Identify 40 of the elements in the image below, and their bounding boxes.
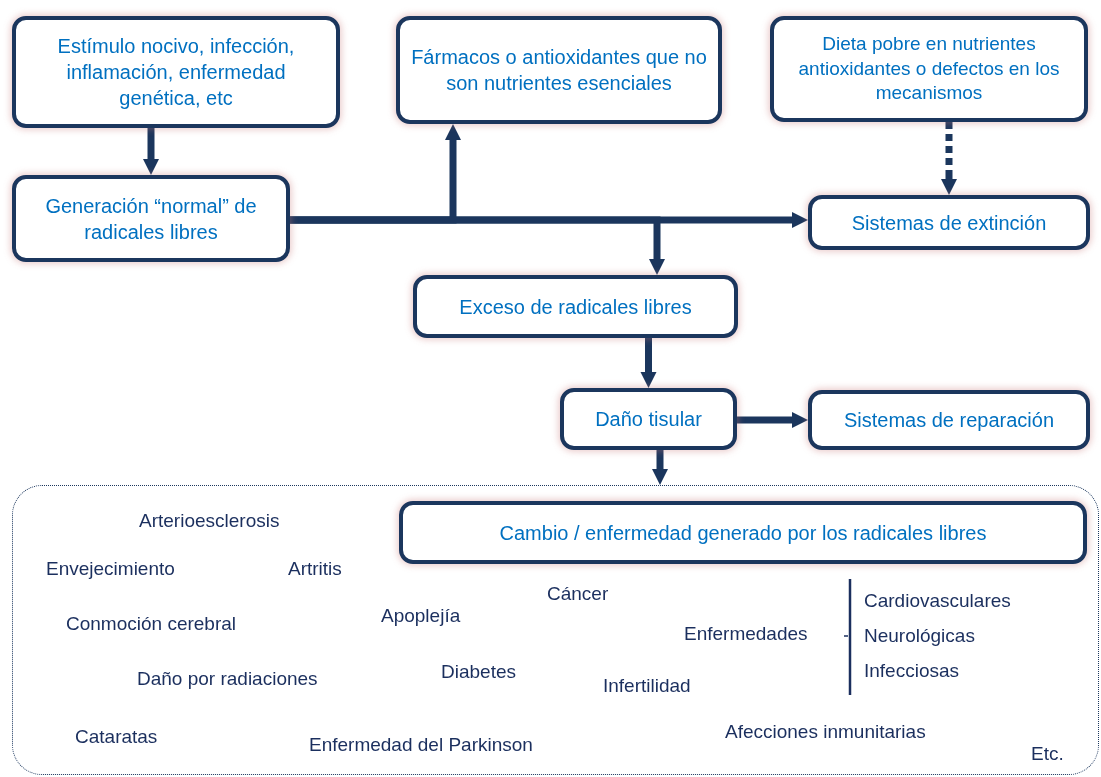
disease-label: Cáncer	[547, 583, 609, 605]
process-box	[808, 390, 1090, 450]
node-text: Generación “normal” de radicales libres	[44, 193, 258, 245]
disease-label: Daño por radiaciones	[137, 668, 318, 690]
disease-label: Infertilidad	[603, 675, 691, 697]
arrow	[640, 338, 657, 388]
process-box	[399, 501, 1087, 564]
node-text: Sistemas de reparación	[843, 408, 1055, 433]
disease-label: Infecciosas	[864, 660, 960, 682]
process-box	[560, 388, 737, 450]
process-box	[12, 16, 340, 128]
process-box	[396, 16, 722, 124]
disease-label: Artritis	[288, 558, 342, 580]
disease-label: Cardiovasculares	[864, 590, 1011, 612]
disease-label: Etc.	[1031, 743, 1064, 765]
arrow	[143, 128, 159, 175]
node-text: Exceso de radicales libres	[459, 294, 692, 320]
process-box	[770, 16, 1088, 122]
disease-label: Enfermedades	[684, 623, 808, 645]
node-text: Fármacos o antioxidantes que no son nutrientes esenciales	[410, 45, 708, 96]
disease-label: Cataratas	[75, 726, 158, 748]
node-text: Sistemas de extinción	[851, 210, 1047, 236]
disease-label: Conmoción cerebral	[66, 613, 237, 635]
disease-label: Enfermedad del Parkinson	[309, 734, 533, 756]
node-text: Cambio / enfermedad generado por los radicales libres	[499, 520, 987, 546]
disease-label: Arterioesclerosis	[139, 510, 280, 532]
node-text: Daño tisular	[595, 407, 702, 432]
process-box	[808, 195, 1090, 250]
arrow	[737, 412, 808, 428]
disease-label: Apoplejía	[381, 605, 461, 627]
process-box	[12, 175, 290, 262]
node-text: Dieta pobre en nutrientes antioxidantes o defectos en los mecanismos	[797, 31, 1061, 106]
arrow	[941, 122, 957, 195]
disease-label: Afecciones inmunitarias	[725, 721, 926, 743]
disease-label: Neurológicas	[864, 625, 975, 647]
arrow	[290, 216, 665, 275]
disease-label: Envejecimiento	[46, 558, 175, 580]
process-box	[413, 275, 738, 338]
disease-label: Diabetes	[441, 661, 516, 683]
node-text: Estímulo nocivo, infección, inflamación, enfermedad genética, etc	[56, 34, 296, 111]
